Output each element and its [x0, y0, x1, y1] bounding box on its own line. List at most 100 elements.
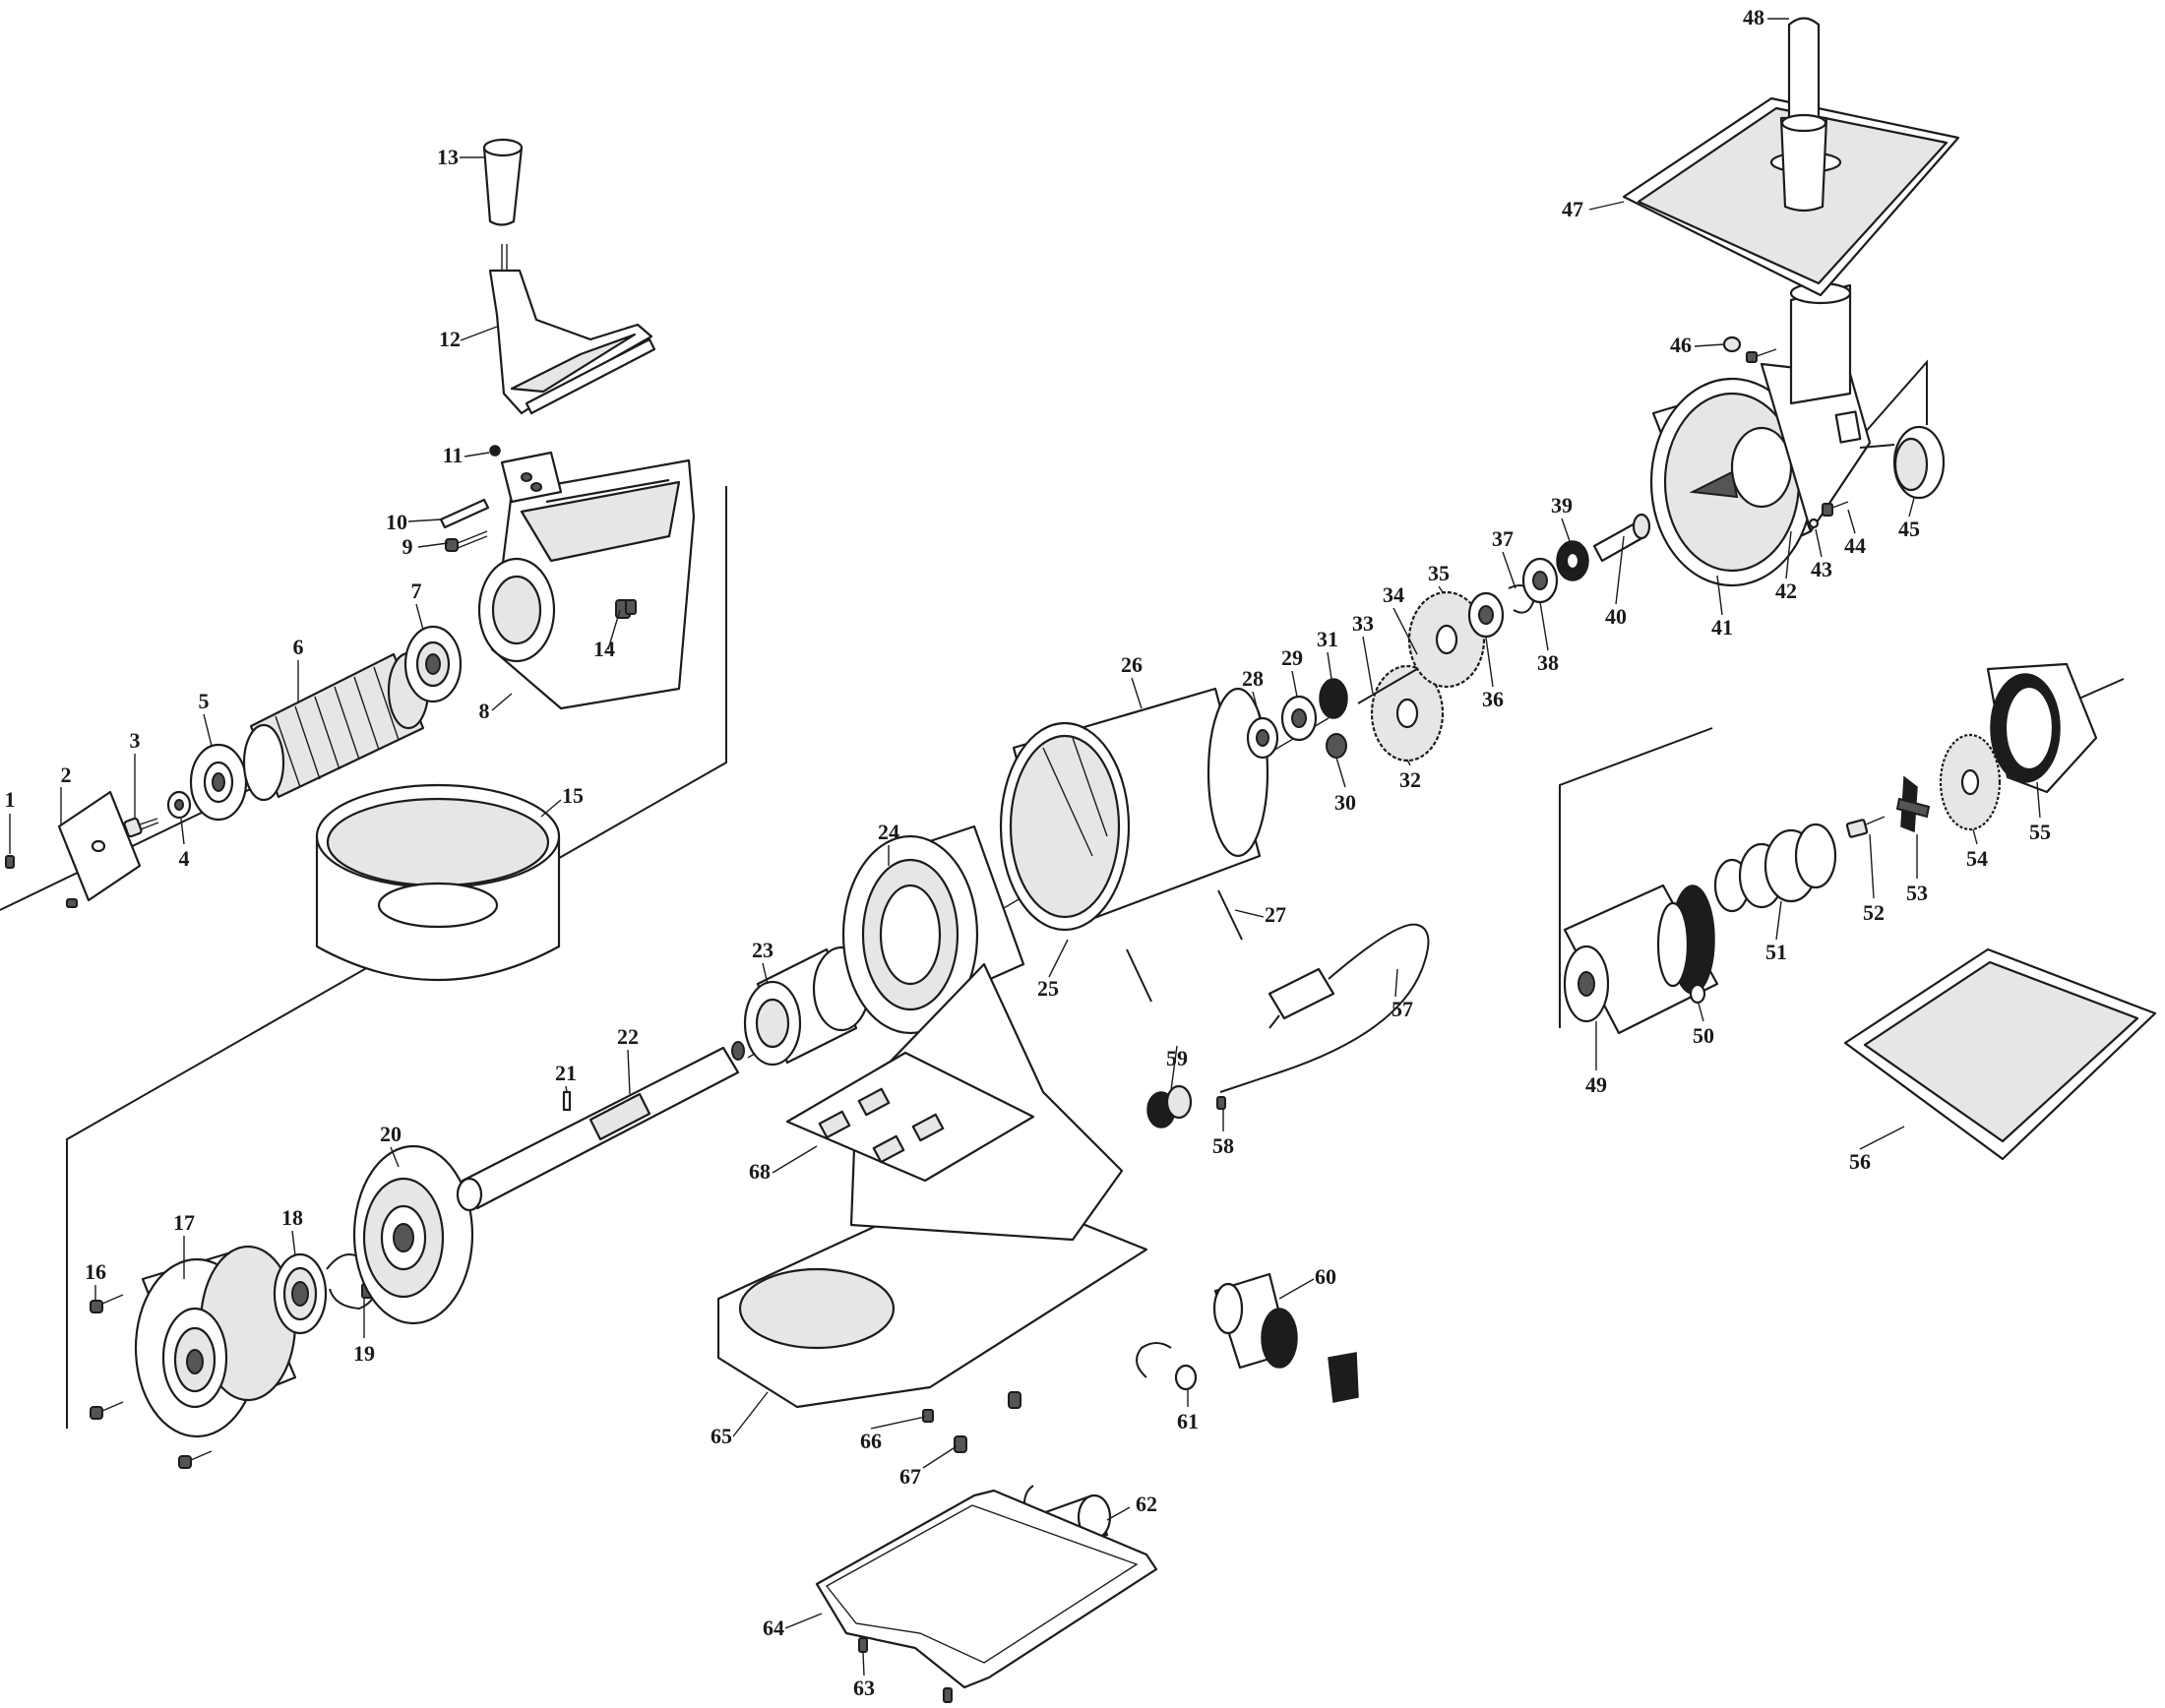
callout-55: 55: [2029, 820, 2051, 844]
callout-18: 18: [281, 1205, 303, 1230]
callout-14: 14: [593, 637, 615, 661]
leader-line-44: [1847, 509, 1856, 534]
part-66-screw: [922, 1409, 934, 1423]
leader-line-8: [491, 693, 513, 711]
part-12-pusher-lever: [488, 244, 656, 415]
part-50-screw: [1689, 983, 1706, 1005]
part-30-shaft: [1326, 733, 1347, 759]
callout-7: 7: [411, 579, 422, 603]
callout-56: 56: [1849, 1149, 1871, 1174]
leader-line-9: [417, 542, 449, 548]
leader-line-7: [415, 603, 424, 631]
part-8-grater-housing: [477, 451, 696, 710]
callout-22: 22: [617, 1024, 639, 1049]
part-21-key: [562, 1090, 572, 1112]
leader-line-46: [1694, 343, 1725, 347]
callout-24: 24: [878, 820, 899, 844]
part-45-knob: [1859, 425, 1946, 500]
callout-5: 5: [199, 689, 210, 713]
callout-67: 67: [899, 1464, 921, 1489]
leader-line-56: [1859, 1126, 1905, 1150]
callout-36: 36: [1482, 687, 1504, 711]
callout-39: 39: [1551, 493, 1573, 518]
leader-lines: [9, 18, 2041, 1677]
part-24-stator: [841, 824, 1025, 1035]
mincer-feed-tube: [1789, 281, 1852, 405]
part-61-bracket: [1136, 1342, 1198, 1391]
leader-line-33: [1362, 636, 1374, 695]
leader-line-43: [1815, 528, 1823, 558]
part-7-ring: [403, 625, 463, 703]
callout-28: 28: [1242, 666, 1264, 691]
part-9-bolt: [445, 530, 488, 552]
part-67-screws: [954, 1391, 1021, 1453]
part-33-shaft: [1357, 668, 1418, 704]
part-57-power-cord: [1219, 923, 1430, 1093]
leader-line-36: [1485, 637, 1494, 688]
part-3-bolt: [123, 817, 159, 838]
leader-line-63: [862, 1651, 865, 1677]
leader-line-40: [1615, 535, 1625, 605]
leader-line-66: [870, 1416, 926, 1430]
part-5-hub: [189, 743, 248, 822]
leader-line-62: [1106, 1506, 1131, 1521]
part-14-screw: [625, 599, 637, 615]
leader-line-67: [922, 1445, 958, 1469]
part-52-pin: [1845, 816, 1886, 838]
leader-line-12: [460, 326, 498, 341]
callout-34: 34: [1383, 582, 1404, 607]
part-35-gear: [1407, 590, 1486, 689]
leader-line-50: [1698, 1003, 1704, 1022]
leader-line-45: [1908, 497, 1915, 518]
callout-61: 61: [1177, 1409, 1199, 1434]
leader-line-47: [1588, 201, 1625, 211]
callout-25: 25: [1037, 976, 1059, 1001]
part-46-nut: [1722, 336, 1777, 363]
leader-line-4: [180, 818, 185, 845]
part-44-screw: [1822, 501, 1849, 517]
part-41-gearbox: [1649, 377, 1815, 587]
part-22-shaft: [456, 1041, 745, 1212]
leader-line-65: [732, 1391, 769, 1437]
callout-63: 63: [853, 1676, 875, 1700]
part-59-cable-gland: [1146, 1084, 1193, 1128]
part-20-flange: [352, 1144, 474, 1325]
callout-43: 43: [1811, 557, 1832, 581]
leader-line-23: [762, 962, 769, 985]
callout-52: 52: [1863, 900, 1885, 925]
callout-59: 59: [1166, 1046, 1188, 1070]
callout-31: 31: [1317, 627, 1338, 651]
callout-65: 65: [711, 1424, 732, 1448]
leader-line-37: [1502, 551, 1516, 589]
callout-53: 53: [1906, 881, 1928, 905]
callout-66: 66: [860, 1429, 882, 1453]
callout-60: 60: [1315, 1264, 1336, 1289]
callout-11: 11: [443, 443, 464, 467]
leader-line-39: [1561, 518, 1571, 542]
leader-line-55: [2036, 781, 2041, 819]
callout-32: 32: [1399, 767, 1421, 792]
part-28-bearing: [1246, 716, 1279, 760]
callout-35: 35: [1428, 561, 1450, 585]
leader-line-42: [1785, 530, 1792, 580]
leader-line-29: [1291, 670, 1298, 698]
part-60-switch: [1212, 1272, 1359, 1403]
part-10-pin: [439, 498, 490, 529]
callout-26: 26: [1121, 652, 1143, 677]
leader-line-25: [1048, 939, 1069, 978]
part-27-screws: [1126, 889, 1243, 1003]
callout-4: 4: [179, 846, 190, 871]
part-58-screw: [1216, 1096, 1226, 1110]
leader-line-59: [1170, 1045, 1178, 1091]
leader-line-64: [784, 1613, 823, 1629]
leader-line-21: [565, 1085, 568, 1093]
callout-30: 30: [1334, 790, 1356, 815]
part-56-output-tray: [1843, 947, 2157, 1161]
callout-45: 45: [1898, 517, 1920, 541]
part-55-ring-nut: [1986, 662, 2098, 794]
part-11-ball: [489, 445, 501, 457]
callout-44: 44: [1844, 533, 1866, 558]
callout-15: 15: [562, 783, 584, 808]
callout-13: 13: [437, 145, 459, 169]
